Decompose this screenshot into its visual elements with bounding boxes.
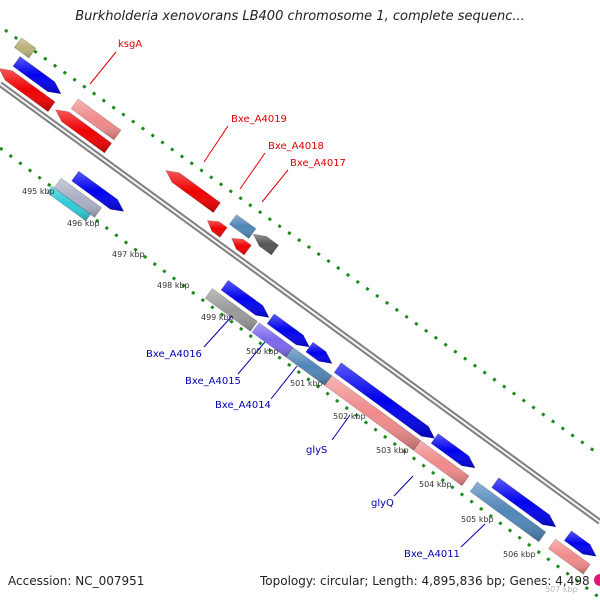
feature-inner-pink-end-shade: [548, 539, 591, 575]
tick-label: 499 kbp: [201, 313, 234, 322]
feature-inner-forward-shade: [71, 171, 124, 212]
leader-bxe4011: [460, 523, 486, 548]
feature-inner-forward-2-shade: [221, 280, 269, 318]
map-title: Burkholderia xenovorans LB400 chromosome…: [75, 9, 525, 24]
feature-bxe4011-shade: [470, 481, 546, 542]
scale-ticks: 495 kbp 496 kbp 497 kbp 498 kbp 499 kbp …: [22, 187, 578, 594]
gc-dots-outer: [4, 28, 600, 457]
feature-olive-stub-shade: [14, 37, 36, 58]
tick-label: 501 kbp: [290, 379, 323, 388]
leader-bxe4017: [261, 169, 289, 203]
accession-text: Accession: NC_007951: [8, 574, 145, 588]
leader-bxe4014: [270, 365, 298, 400]
leader-bxe4018: [239, 152, 266, 190]
map-edge-marker[interactable]: [594, 574, 600, 586]
leader-bxe4016: [203, 315, 233, 348]
gc-dots-inner: [0, 146, 600, 600]
leader-bxe4019: [203, 125, 229, 163]
feature-bxe4014-shade: [286, 347, 332, 386]
feature-inner-forward-4-shade: [305, 342, 332, 364]
gene-label-bxe4018[interactable]: Bxe_A4018: [268, 141, 324, 152]
gene-label-bxe4015[interactable]: Bxe_A4015: [185, 376, 241, 387]
feature-bxe4016-shade: [205, 288, 258, 332]
feature-inner-forward-end-shade: [564, 530, 597, 557]
tick-label: 500 kbp: [246, 347, 279, 356]
tick-label: 497 kbp: [112, 250, 145, 259]
feature-bxe4017-shade: [253, 234, 279, 255]
feature-ksgA-cds-shade: [55, 109, 112, 153]
feature-glyQ-cds-shade: [431, 433, 475, 468]
feature-bxe4019-gene-shade: [165, 170, 221, 213]
feature-forward-cds-shade: [13, 56, 61, 94]
tick-label: 505 kbp: [461, 515, 494, 524]
gene-label-glyS[interactable]: glyS: [306, 445, 327, 456]
feature-bxe4015-shade: [252, 322, 293, 358]
feature-glyQ-shade: [413, 440, 470, 486]
tick-label: 504 kbp: [419, 480, 452, 489]
gene-label-bxe4011[interactable]: Bxe_A4011: [404, 549, 460, 560]
tick-label: 507 kbp: [545, 585, 578, 594]
topology-text: Topology: circular; Length: 4,895,836 bp…: [260, 574, 590, 588]
feature-bxe4019-cds-shade: [207, 220, 228, 238]
feature-reverse-cds-shade: [0, 68, 55, 112]
leader-bxe4015: [237, 341, 266, 375]
leader-glyS: [331, 414, 351, 441]
gene-labels: ksgA Bxe_A4019 Bxe_A4018 Bxe_A4017 Bxe_A…: [118, 39, 460, 560]
gene-label-glyQ[interactable]: glyQ: [371, 498, 394, 509]
feature-inner-forward-3-shade: [267, 313, 310, 347]
tick-label: 502 kbp: [333, 412, 366, 421]
feature-ksgA-shade: [71, 99, 121, 140]
feature-bxe4018-shade: [229, 214, 256, 239]
tick-label: 506 kbp: [503, 550, 536, 559]
leader-ksgA: [89, 51, 117, 85]
gene-label-bxe4016[interactable]: Bxe_A4016: [146, 349, 202, 360]
tick-label: 503 kbp: [376, 446, 409, 455]
feature-glyS-cds-shade: [334, 362, 435, 439]
leader-glyQ: [393, 475, 414, 497]
gene-label-bxe4019[interactable]: Bxe_A4019: [231, 114, 287, 125]
tick-label: 495 kbp: [22, 187, 55, 196]
feature-inner-cyan-shade: [47, 186, 91, 221]
gene-label-ksgA[interactable]: ksgA: [118, 39, 142, 50]
feature-inner-forward-5-shade: [491, 477, 556, 527]
gene-label-bxe4017[interactable]: Bxe_A4017: [290, 158, 346, 169]
tick-label: 498 kbp: [157, 281, 190, 290]
feature-glyS-shade: [324, 375, 421, 451]
leader-lines: [89, 51, 486, 548]
tick-label: 496 kbp: [67, 219, 100, 228]
chromosome-backbone: [0, 81, 600, 525]
gc-content-track: [0, 28, 600, 600]
feature-bxe4018-cds-shade: [231, 238, 252, 255]
gene-label-bxe4014[interactable]: Bxe_A4014: [215, 400, 271, 411]
feature-track: [0, 37, 597, 575]
feature-inner-gray-shade: [54, 178, 102, 218]
